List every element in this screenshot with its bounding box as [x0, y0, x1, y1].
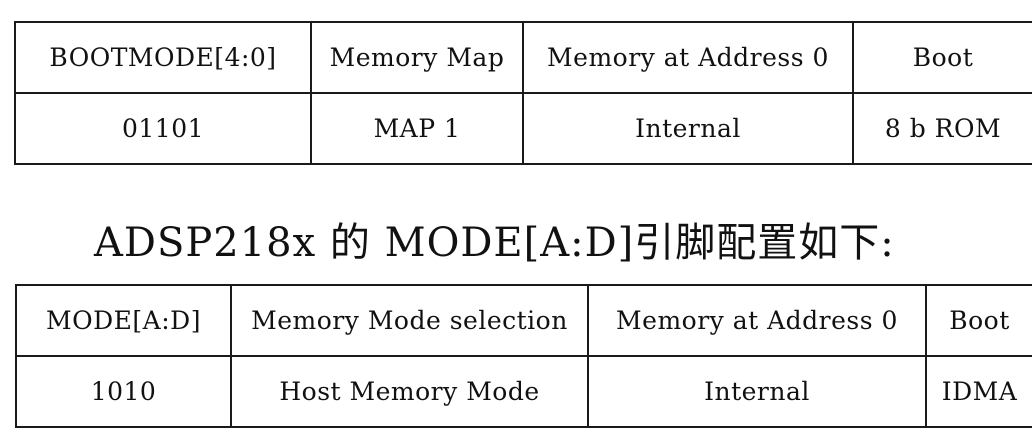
table-row: 01101 MAP 1 Internal 8 b ROM [14, 92, 1032, 165]
cell-memory-map-value: MAP 1 [310, 92, 524, 165]
table-row: 1010 Host Memory Mode Internal IDMA [15, 355, 1032, 428]
header-boot: Boot [925, 284, 1032, 357]
cell-bootmode-value: 01101 [14, 92, 312, 165]
mode-table: MODE[A:D] Memory Mode selection Memory a… [15, 284, 1032, 428]
cell-boot-value: 8 b ROM [852, 92, 1032, 165]
table-header-row: BOOTMODE[4:0] Memory Map Memory at Addre… [14, 21, 1032, 94]
header-boot: Boot [852, 21, 1032, 94]
mode-pin-caption: ADSP218x 的 MODE[A:D]引脚配置如下: [94, 220, 895, 266]
cell-memory-at-address-0-value: Internal [587, 355, 927, 428]
cell-memory-mode-selection-value: Host Memory Mode [230, 355, 589, 428]
header-memory-map: Memory Map [310, 21, 524, 94]
cell-mode-value: 1010 [15, 355, 232, 428]
table-header-row: MODE[A:D] Memory Mode selection Memory a… [15, 284, 1032, 357]
header-memory-at-address-0: Memory at Address 0 [587, 284, 927, 357]
bootmode-table: BOOTMODE[4:0] Memory Map Memory at Addre… [14, 21, 1032, 165]
header-bootmode: BOOTMODE[4:0] [14, 21, 312, 94]
header-mode: MODE[A:D] [15, 284, 232, 357]
header-memory-mode-selection: Memory Mode selection [230, 284, 589, 357]
cell-memory-at-address-0-value: Internal [522, 92, 854, 165]
header-memory-at-address-0: Memory at Address 0 [522, 21, 854, 94]
cell-boot-value: IDMA [925, 355, 1032, 428]
